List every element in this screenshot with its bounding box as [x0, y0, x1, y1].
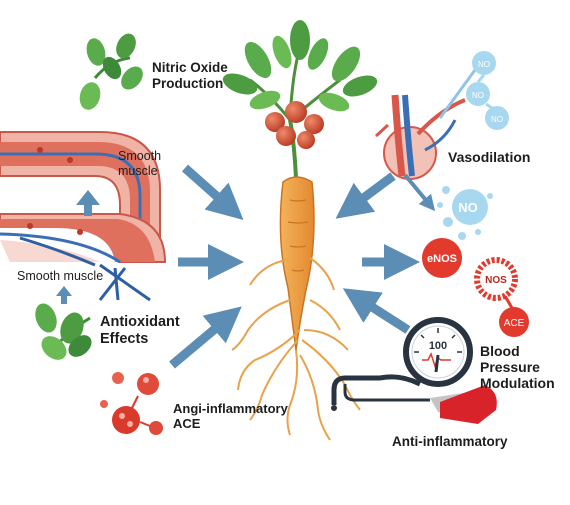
antioxidant-label: Antioxidant Effects [100, 314, 180, 347]
nitric-oxide-label: Nitric Oxide Production [152, 60, 228, 91]
smooth-muscle-label-top: Smooth muscle [118, 149, 161, 179]
blood-pressure-line-1: Blood [480, 343, 520, 359]
antioxidant-leaves [35, 303, 92, 360]
no-small-3: NO [491, 115, 503, 124]
nitric-oxide-leaves [79, 33, 143, 110]
nitric-oxide-line-2: Production [152, 75, 224, 91]
vasodilation-vessel [374, 94, 466, 212]
nos-ace-badge: NOS ACE [474, 257, 529, 337]
blood-vessel-illustration [0, 131, 167, 302]
smooth-muscle-label-bottom: Smooth muscle [17, 269, 104, 283]
angi-inflammatory-line-1: Angi-inflammatory [173, 401, 288, 416]
smooth-muscle-top-line-1: Smooth [118, 149, 162, 163]
blood-pressure-label: Blood Pressure Modulation [480, 343, 555, 391]
vessel-arrows [56, 190, 100, 304]
angi-inflammatory-label: Angi-inflammatory ACE [173, 401, 288, 432]
no-small-1: NO [478, 60, 490, 69]
vasodilation-label: Vasodilation [448, 149, 531, 165]
antioxidant-line-2: Effects [100, 330, 149, 347]
antioxidant-line-1: Antioxidant [100, 314, 180, 330]
anti-inflammatory-label: Anti-inflammatory [392, 434, 508, 449]
angi-inflammatory-line-2: ACE [173, 415, 201, 431]
gauge-reading: 100 [429, 340, 447, 352]
ace-badge-label: ACE [504, 318, 525, 329]
nitric-oxide-line-1: Nitric Oxide [152, 60, 228, 75]
no-bubble-label: NO [458, 200, 478, 215]
blood-pressure-line-3: Modulation [480, 375, 555, 392]
enos-label: eNOS [427, 253, 457, 265]
smooth-muscle-top-line-2: muscle [118, 164, 158, 178]
nos-label: NOS [485, 275, 507, 286]
no-small-2: NO [472, 91, 484, 100]
enos-badge: eNOS [422, 238, 462, 278]
blood-pressure-gauge: 100 [331, 317, 497, 424]
pathway-arrows [169, 164, 420, 369]
ginseng-plant [222, 20, 378, 441]
inflammatory-cells [100, 372, 163, 435]
no-molecule-bubbles: NO NO NO NO [437, 51, 509, 240]
blood-pressure-line-2: Pressure [480, 359, 540, 376]
